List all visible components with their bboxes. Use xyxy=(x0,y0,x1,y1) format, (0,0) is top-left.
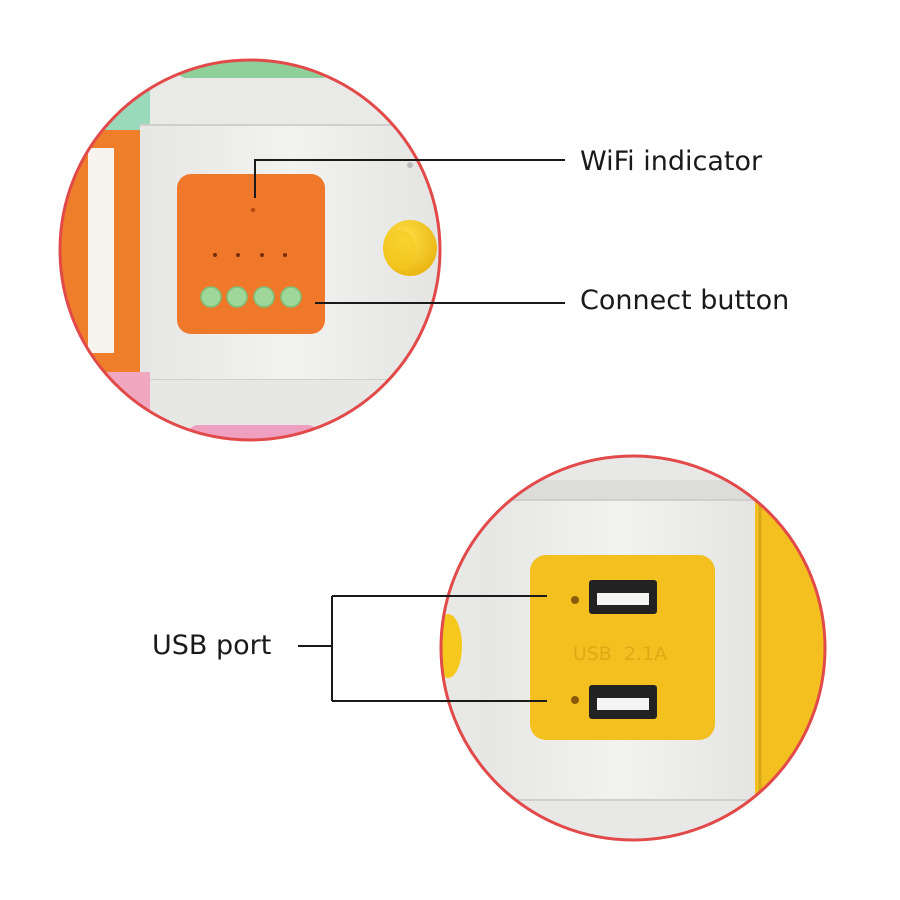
bottom-magnifier: USB 2.1A xyxy=(441,456,825,840)
connect-button-label: Connect button xyxy=(580,285,790,316)
yellow-knob-edge xyxy=(441,614,462,678)
usb-led-1 xyxy=(571,596,579,604)
top-circle-outline xyxy=(58,58,442,442)
side-socket xyxy=(88,148,114,353)
usb-port-1 xyxy=(589,580,657,614)
wifi-indicator-led xyxy=(250,207,256,213)
usb-port-label: USB port xyxy=(152,630,272,661)
wifi-leader-line xyxy=(254,159,565,198)
green-connect-buttons xyxy=(200,286,302,308)
upper-module xyxy=(145,60,395,130)
mint-side xyxy=(60,60,150,130)
orange-control-panel xyxy=(177,174,325,334)
leader-lines xyxy=(254,159,565,702)
usb-port-2 xyxy=(589,685,657,719)
top-magnifier xyxy=(60,60,440,440)
pink-strip xyxy=(188,425,318,440)
bottom-circle-outline xyxy=(439,454,827,842)
green-strip xyxy=(178,60,330,78)
usb-rating-marking: USB 2.1A xyxy=(573,643,667,665)
yellow-side-strip xyxy=(755,500,825,800)
usb-led-2 xyxy=(571,696,579,704)
lower-module xyxy=(60,380,440,440)
wifi-indicator-label: WiFi indicator xyxy=(580,146,763,177)
